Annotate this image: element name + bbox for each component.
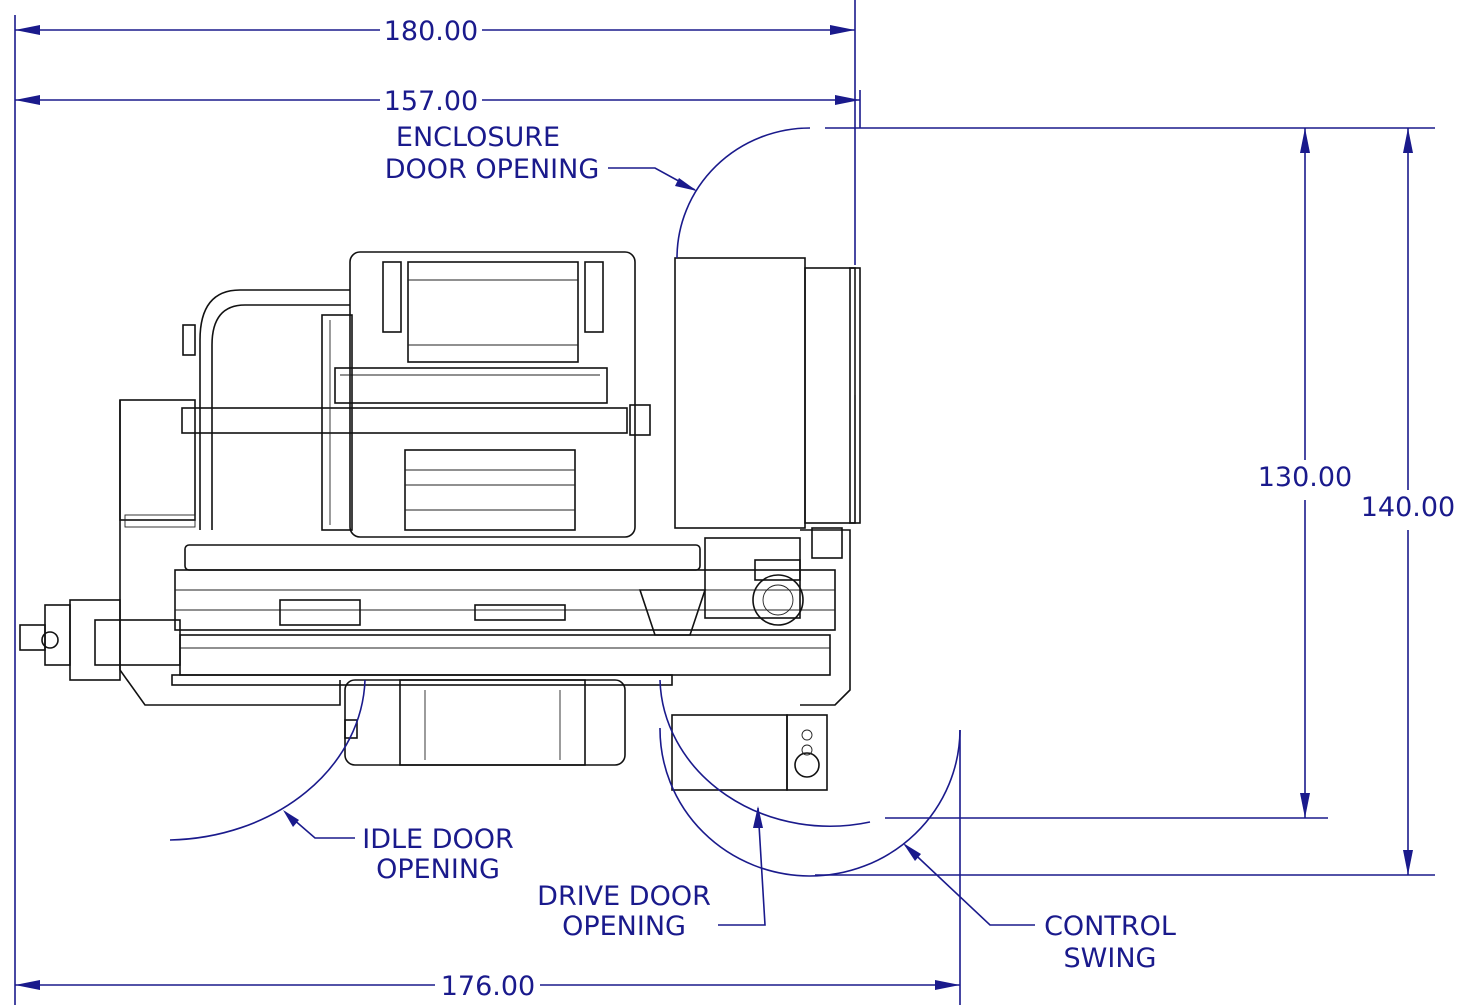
control-swing-label-line2: SWING bbox=[1064, 943, 1157, 974]
dim-130: 130.00 bbox=[1258, 462, 1352, 493]
leader-lines bbox=[283, 167, 1035, 926]
enclosure-door-label-line2: DOOR OPENING bbox=[385, 154, 600, 185]
dimension-labels: 180.00 157.00 176.00 130.00 140.00 bbox=[384, 16, 1455, 1002]
idle-door-label-line2: OPENING bbox=[376, 854, 500, 885]
annotation-labels: ENCLOSURE DOOR OPENING IDLE DOOR OPENING… bbox=[362, 122, 1176, 974]
machine-top-view bbox=[19, 251, 861, 791]
dim-140: 140.00 bbox=[1361, 492, 1455, 523]
drive-door-label-line1: DRIVE DOOR bbox=[537, 881, 711, 912]
control-swing-label-line1: CONTROL bbox=[1044, 911, 1176, 942]
dimension-lines bbox=[14, 0, 1435, 1005]
door-swing-arcs bbox=[169, 127, 1328, 877]
dim-180: 180.00 bbox=[384, 16, 478, 47]
drive-door-arc bbox=[659, 679, 871, 828]
dim-157: 157.00 bbox=[384, 86, 478, 117]
idle-door-arc bbox=[169, 679, 366, 841]
enclosure-door-arc bbox=[676, 127, 811, 259]
idle-door-label-line1: IDLE DOOR bbox=[362, 824, 514, 855]
enclosure-door-label-line1: ENCLOSURE bbox=[396, 122, 560, 153]
dim-176: 176.00 bbox=[441, 971, 535, 1002]
drive-door-label-line2: OPENING bbox=[562, 911, 686, 942]
control-swing-arc bbox=[659, 727, 961, 877]
